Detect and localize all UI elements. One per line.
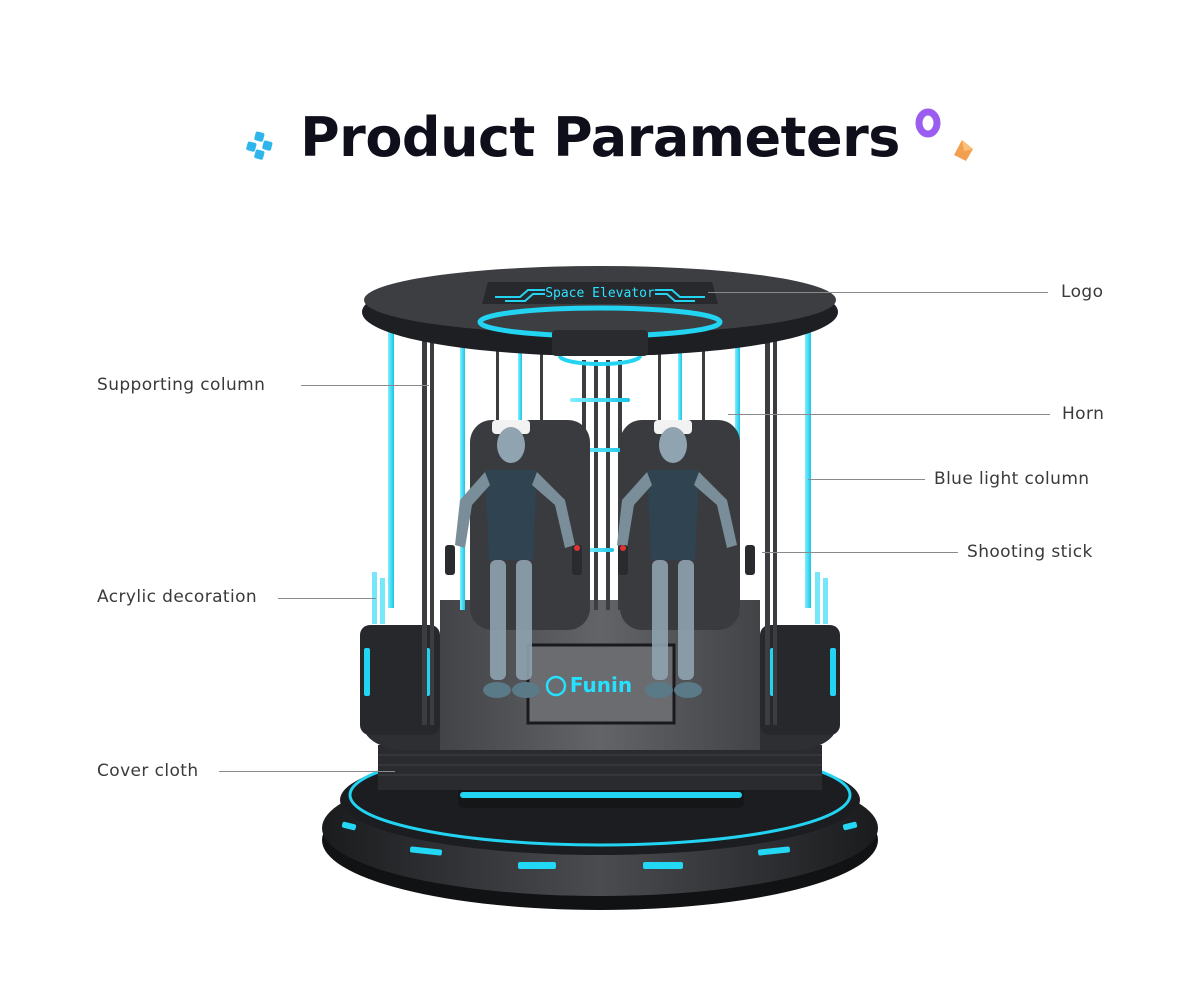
leader-line: [301, 385, 429, 386]
front-logo: Funin: [570, 673, 632, 697]
product-illustration: Funin: [322, 266, 878, 910]
callout-blue-light-column: Blue light column: [934, 469, 1090, 489]
leader-line: [219, 771, 395, 772]
top-sign: Space Elevator: [545, 286, 655, 301]
cover-cloth: [378, 745, 822, 790]
callout-horn: Horn: [1062, 404, 1105, 424]
callout-supporting-column: Supporting column: [97, 375, 266, 395]
purple-torus-icon: [915, 108, 941, 138]
leader-line: [762, 552, 958, 553]
leader-line: [728, 414, 1050, 415]
orange-gem-icon: [954, 140, 973, 161]
callout-logo: Logo: [1061, 282, 1104, 302]
leader-line: [278, 598, 376, 599]
page-title: Product Parameters: [300, 106, 900, 169]
leader-line: [808, 479, 925, 480]
blue-cubes-icon: [246, 131, 273, 160]
callout-shooting-stick: Shooting stick: [967, 542, 1093, 562]
callout-acrylic-decoration: Acrylic decoration: [97, 587, 258, 607]
top-canopy: Space Elevator: [362, 266, 838, 366]
riders: [455, 420, 737, 698]
shooting-sticks: [445, 545, 755, 575]
leader-line: [708, 292, 1048, 293]
callout-cover-cloth: Cover cloth: [97, 761, 199, 781]
